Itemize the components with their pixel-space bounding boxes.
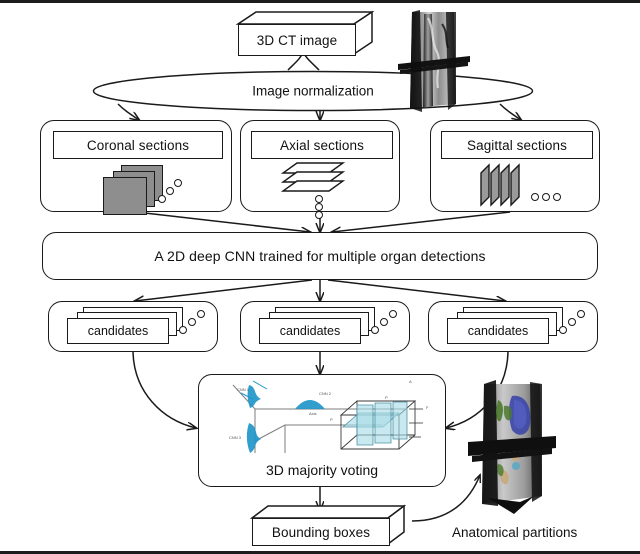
axial-ellipsis-dots [315, 195, 329, 219]
node-coronal-sections[interactable]: Coronal sections [40, 120, 233, 215]
ct-image-label: 3D CT image [256, 32, 338, 48]
edge-cnn-to-candidates-left [135, 279, 313, 301]
coronal-ellipsis-dots [157, 179, 187, 203]
edge-sagittal-to-cnn [332, 211, 511, 232]
edge-bbox-to-partitions [411, 475, 480, 522]
node-bounding-boxes[interactable]: Bounding boxes [249, 504, 407, 546]
axial-sections-label: Axial sections [280, 137, 364, 153]
sagittal-sections-plate: Sagittal sections [441, 131, 593, 159]
svg-text:CNN 1: CNN 1 [237, 387, 250, 392]
candidates-right-label: candidates [467, 324, 529, 338]
anatomical-partitions-image [468, 378, 556, 518]
figure-top-border [0, 0, 640, 3]
voting-label: 3D majority voting [265, 462, 379, 478]
candidates-left-ellipsis-dots [177, 310, 207, 334]
anatomical-partitions-label: Anatomical partitions [452, 525, 578, 540]
edge-norm-to-sagittal [499, 103, 521, 120]
node-3d-ct-image[interactable]: 3D CT image [235, 10, 375, 56]
coronal-slabs-icon [41, 121, 233, 215]
normalization-label: Image normalization [252, 83, 374, 99]
candidates-right-stack: candidates [429, 302, 599, 353]
voting-schematic-icon: A F CNN 2 CNN 1 CNN 3 Axis P P [229, 379, 429, 453]
svg-text:CNN 3: CNN 3 [229, 435, 242, 440]
sagittal-ellipsis-dots [531, 193, 565, 203]
edge-cnn-to-candidates-right [327, 279, 505, 301]
svg-text:F: F [426, 405, 429, 410]
axial-sections-plate: Axial sections [251, 131, 393, 159]
node-candidates-right[interactable]: candidates [428, 301, 598, 352]
candidates-left-stack: candidates [49, 302, 219, 353]
candidates-center-label: candidates [279, 324, 341, 338]
axial-slabs-icon [280, 162, 346, 192]
node-candidates-left[interactable]: candidates [48, 301, 218, 352]
cnn-label: A 2D deep CNN trained for multiple organ… [154, 248, 486, 264]
figure-bottom-border [0, 551, 640, 554]
edge-norm-to-coronal [117, 103, 139, 120]
svg-text:P: P [385, 395, 388, 400]
bounding-boxes-3d-shell [249, 504, 407, 546]
svg-text:A: A [409, 379, 412, 384]
node-sagittal-sections[interactable]: Sagittal sections [430, 120, 600, 212]
candidates-right-ellipsis-dots [557, 310, 587, 334]
candidates-center-ellipsis-dots [369, 310, 399, 334]
node-3d-majority-voting[interactable]: A F CNN 2 CNN 1 CNN 3 Axis P P 3D majority v… [198, 374, 446, 487]
bounding-boxes-label: Bounding boxes [271, 524, 371, 540]
node-candidates-center[interactable]: candidates [240, 301, 410, 352]
svg-text:Axis: Axis [309, 411, 317, 416]
coronal-sections-label: Coronal sections [86, 137, 190, 153]
candidates-center-stack: candidates [241, 302, 411, 353]
edge-coronal-to-cnn [135, 211, 310, 232]
sagittal-sections-label: Sagittal sections [466, 137, 567, 153]
svg-text:CNN 2: CNN 2 [319, 391, 332, 396]
coronal-sections-plate: Coronal sections [53, 131, 223, 159]
candidates-left-label: candidates [87, 324, 149, 338]
edge-candidates-left-to-voting [132, 351, 196, 428]
sagittal-slabs-icon [480, 163, 520, 207]
node-cnn[interactable]: A 2D deep CNN trained for multiple organ… [42, 232, 598, 280]
node-axial-sections[interactable]: Axial sections [240, 120, 400, 219]
svg-text:P: P [330, 417, 333, 422]
ct-volume-top-image [398, 8, 470, 116]
